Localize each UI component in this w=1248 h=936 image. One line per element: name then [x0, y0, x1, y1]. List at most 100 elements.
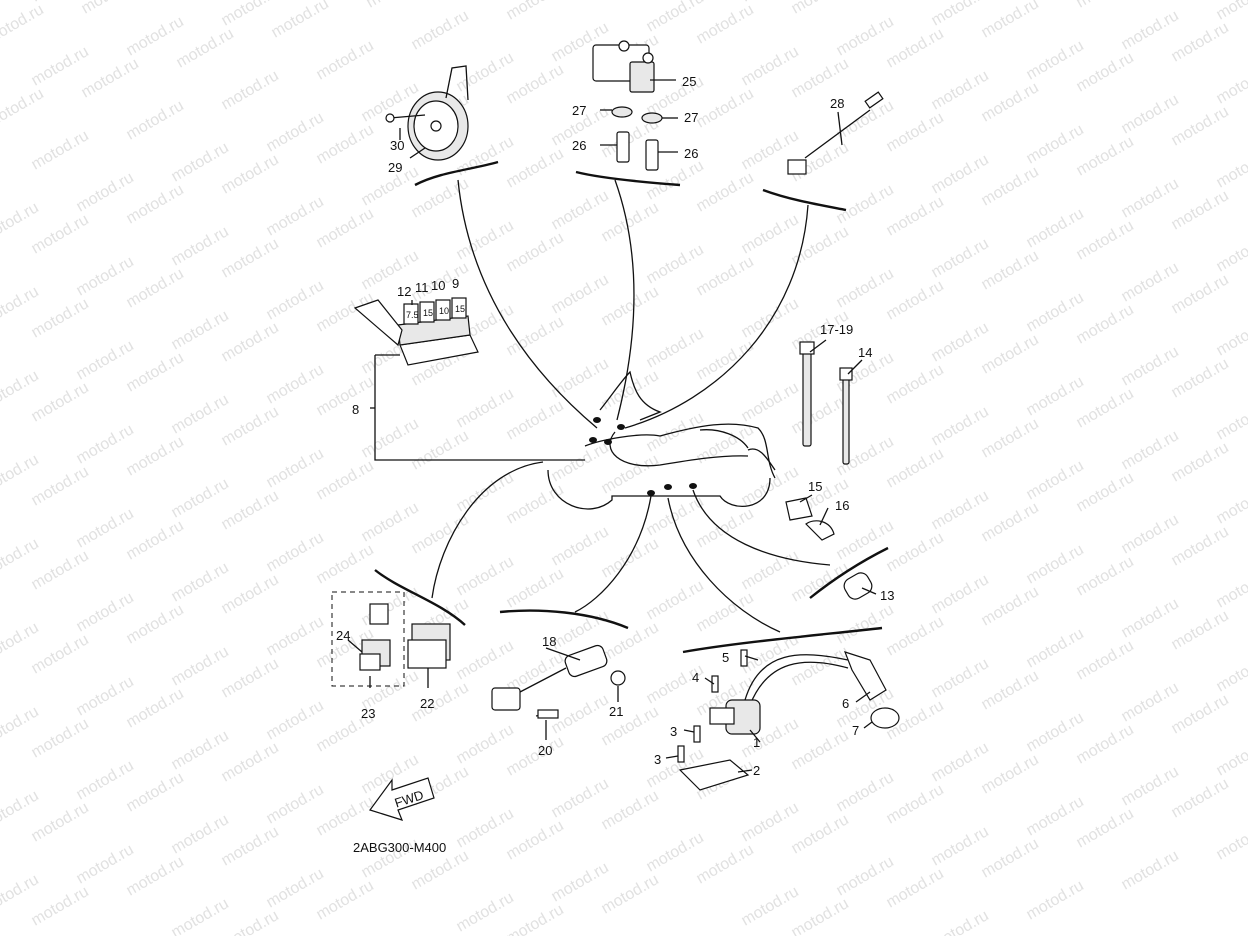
callout-labels: 1 2 3 3 4 5 6 7 8 9 10 11 12 13 14 15 16… [336, 74, 894, 778]
watermark-text: motod.ru [124, 433, 187, 479]
watermark-text: motod.ru [0, 1, 47, 47]
watermark-text: motod.ru [504, 145, 567, 191]
watermark-text: motod.ru [1074, 637, 1137, 683]
watermark-text: motod.ru [169, 559, 232, 605]
watermark-text: motod.ru [1024, 373, 1087, 419]
watermark-text: motod.ru [979, 247, 1042, 293]
callout-17-19: 17-19 [820, 322, 853, 337]
watermark-text: motod.ru [454, 637, 517, 683]
watermark-text: motod.ru [929, 319, 992, 365]
watermark-text: motod.ru [1024, 541, 1087, 587]
watermark-text: motod.ru [1214, 649, 1248, 695]
watermark-text: motod.ru [599, 787, 662, 833]
watermark-text: motod.ru [694, 253, 757, 299]
watermark-text: motod.ru [694, 169, 757, 215]
watermark-text: motod.ru [264, 529, 327, 575]
watermark-text: motod.ru [549, 187, 612, 233]
watermark-text: motod.ru [1119, 343, 1182, 389]
watermark-text: motod.ru [29, 883, 92, 929]
brackets [374, 160, 889, 654]
watermark-text: motod.ru [219, 67, 282, 113]
watermark-text: motod.ru [29, 295, 92, 341]
fuse-rating-9: 15 [455, 304, 465, 314]
watermark-text: motod.ru [409, 427, 472, 473]
watermark-text: motod.ru [1214, 481, 1248, 527]
watermark-text: motod.ru [29, 631, 92, 677]
callout-11: 11 [415, 280, 429, 295]
watermark-text: motod.ru [359, 499, 422, 545]
watermark-text: motod.ru [29, 379, 92, 425]
watermark-text: motod.ru [599, 703, 662, 749]
watermark-text: motod.ru [169, 475, 232, 521]
watermark-text: motod.ru [1169, 607, 1232, 653]
watermark-text: motod.ru [549, 271, 612, 317]
watermark-text: motod.ru [1119, 763, 1182, 809]
watermark-text: motod.ru [1074, 553, 1137, 599]
watermark-text: motod.ru [29, 43, 92, 89]
watermark-text: motod.ru [694, 421, 757, 467]
watermark-text: motod.ru [0, 85, 47, 131]
watermark-text: motod.ru [1119, 427, 1182, 473]
watermark-text: motod.ru [1119, 91, 1182, 137]
watermark-text: motod.ru [124, 265, 187, 311]
watermark-text: motod.ru [884, 277, 947, 323]
watermark-text: motod.ru [169, 643, 232, 689]
watermark-text: motod.ru [929, 487, 992, 533]
watermark-text: motod.ru [454, 217, 517, 263]
horn-part [385, 65, 469, 161]
fuse-rating-10: 10 [439, 306, 449, 316]
watermark-text: motod.ru [1214, 145, 1248, 191]
watermark-text: motod.ru [1169, 103, 1232, 149]
watermark-text: motod.ru [504, 901, 567, 936]
watermark-text: motod.ru [979, 751, 1042, 797]
watermark-text: motod.ru [1074, 805, 1137, 851]
watermark-text: motod.ru [789, 0, 852, 17]
callout-9: 9 [452, 276, 459, 291]
watermark-text: motod.ru [1119, 679, 1182, 725]
watermark-text: motod.ru [979, 583, 1042, 629]
watermark-text: motod.ru [454, 469, 517, 515]
watermark-text: motod.ru [789, 559, 852, 605]
watermark-text: motod.ru [1119, 847, 1182, 893]
fuse-box-part: 7.5 15 10 15 [353, 297, 479, 366]
watermark-text: motod.ru [29, 799, 92, 845]
connector-part-25 [592, 40, 663, 171]
watermark-text: motod.ru [1214, 229, 1248, 275]
watermark-text: motod.ru [884, 613, 947, 659]
watermark-text: motod.ru [694, 841, 757, 887]
watermark-text: motod.ru [264, 109, 327, 155]
watermark-text: motod.ru [74, 421, 137, 467]
callout-30: 30 [390, 138, 404, 153]
watermark-text: motod.ru [884, 529, 947, 575]
callout-4: 4 [692, 670, 699, 685]
callout-10: 10 [431, 278, 445, 293]
watermark-text: motod.ru [74, 337, 137, 383]
watermark-text: motod.ru [264, 613, 327, 659]
watermark-text: motod.ru [29, 211, 92, 257]
watermark-text: motod.ru [454, 721, 517, 767]
watermark-text: motod.ru [1074, 469, 1137, 515]
watermark-text: motod.ru [1074, 217, 1137, 263]
watermark-text: motod.ru [739, 211, 802, 257]
watermark-text: motod.ru [74, 505, 137, 551]
watermark-text: motod.ru [1074, 49, 1137, 95]
watermark-text: motod.ru [884, 865, 947, 911]
watermark-text: motod.ru [269, 0, 332, 41]
watermark-text: motod.ru [929, 403, 992, 449]
watermark-text: motod.ru [504, 61, 567, 107]
callout-13: 13 [880, 588, 894, 603]
watermark-text: motod.ru [834, 769, 897, 815]
watermark-text: motod.ru [1074, 0, 1137, 11]
callout-26a: 26 [572, 138, 586, 153]
watermark-text: motod.ru [504, 817, 567, 863]
watermark-text: motod.ru [74, 589, 137, 635]
watermark-text: motod.ru [1119, 7, 1182, 53]
watermark-text: motod.ru [504, 481, 567, 527]
watermark-text: motod.ru [454, 385, 517, 431]
watermark-text: motod.ru [1169, 187, 1232, 233]
watermark-text: motod.ru [409, 7, 472, 53]
watermark-text: motod.ru [834, 853, 897, 899]
ignition-coil-part [677, 649, 900, 791]
callout-27b: 27 [684, 110, 698, 125]
watermark-text: motod.ru [264, 697, 327, 743]
